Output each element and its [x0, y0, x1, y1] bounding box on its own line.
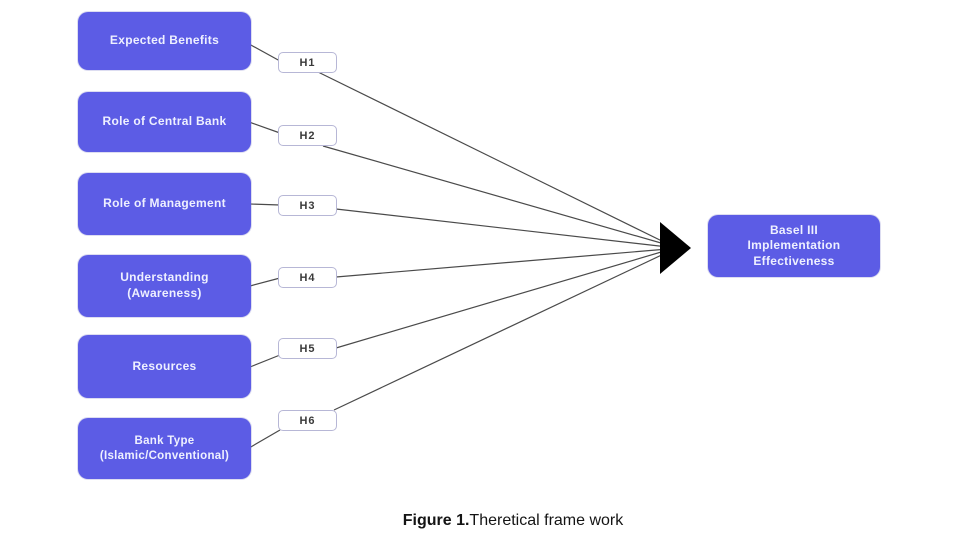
factor-label: Role of Management — [103, 196, 226, 211]
hypothesis-h1: H1 — [278, 52, 337, 73]
hypothesis-label: H4 — [299, 271, 316, 284]
hypothesis-label: H1 — [299, 56, 316, 69]
factor-understanding-awareness: Understanding (Awareness) — [78, 255, 251, 317]
connector-factor-h5 — [249, 354, 281, 368]
hypothesis-label: H6 — [299, 414, 316, 427]
outcome-label: Basel III Implementation Effectiveness — [747, 222, 841, 268]
factor-label: Understanding (Awareness) — [120, 270, 209, 300]
factor-label: Bank Type (Islamic/Conventional) — [99, 434, 230, 462]
hypothesis-label: H5 — [299, 342, 316, 355]
factor-role-of-management: Role of Management — [78, 173, 251, 235]
connector-factor-h6 — [248, 429, 281, 449]
path-h5-outcome — [335, 249, 669, 349]
factor-resources: Resources — [78, 335, 251, 398]
factor-label: Role of Central Bank — [102, 114, 227, 129]
hypothesis-h3: H3 — [278, 195, 337, 216]
connector-factor-h3 — [249, 203, 281, 206]
hypothesis-label: H2 — [299, 129, 316, 142]
hypothesis-h2: H2 — [278, 125, 337, 146]
outcome-basel-iii-implementation-effectiveness: Basel III Implementation Effectiveness — [708, 215, 880, 277]
path-h2-outcome — [322, 145, 669, 246]
path-h4-outcome — [335, 248, 669, 278]
connector-factor-h4 — [249, 277, 281, 287]
hypothesis-h4: H4 — [278, 267, 337, 288]
hypothesis-h6: H6 — [278, 410, 337, 431]
figure-caption-number: Figure 1. — [402, 512, 470, 529]
arrow-head-icon — [660, 222, 691, 274]
factor-label: Expected Benefits — [109, 33, 220, 48]
path-h1-outcome — [317, 71, 669, 245]
factor-label: Resources — [132, 358, 197, 373]
connector-factor-h1 — [248, 43, 281, 62]
hypothesis-h5: H5 — [278, 338, 337, 359]
path-h6-outcome — [333, 251, 669, 411]
path-h3-outcome — [335, 208, 669, 248]
factor-expected-benefits: Expected Benefits — [78, 12, 251, 70]
hypothesis-label: H3 — [299, 199, 316, 212]
figure-caption: Figure 1.Theretical frame work — [55, 512, 971, 530]
factor-bank-type: Bank Type (Islamic/Conventional) — [78, 418, 251, 479]
figure-caption-text: Theretical frame work — [469, 512, 624, 529]
connector-factor-h2 — [248, 121, 281, 134]
factor-role-of-central-bank: Role of Central Bank — [78, 92, 251, 152]
